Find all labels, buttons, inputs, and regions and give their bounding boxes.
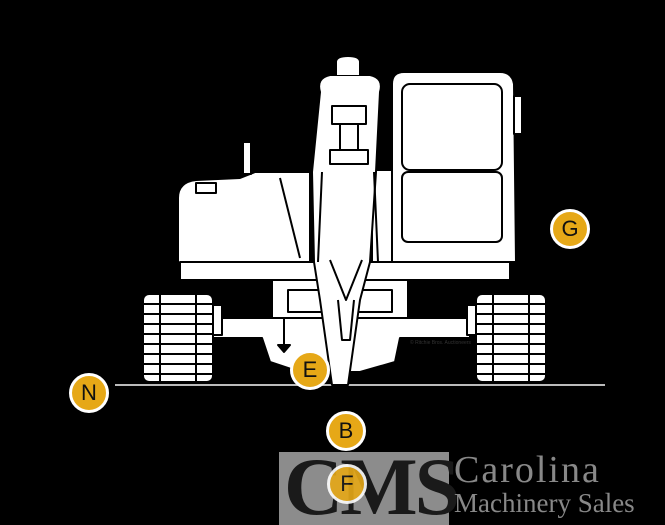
logo-company-subtitle: Machinery Sales bbox=[454, 488, 635, 518]
logo-letters: CMS bbox=[284, 441, 460, 525]
logo-company-name: Carolina bbox=[454, 449, 601, 491]
marker-g: G bbox=[550, 209, 590, 249]
upper-body bbox=[177, 171, 311, 281]
marker-e: E bbox=[290, 350, 330, 390]
boom-arm bbox=[311, 55, 382, 386]
image-credit: © Ritchie Bros. Auctioneers bbox=[410, 340, 471, 346]
marker-b: B bbox=[326, 411, 366, 451]
right-track bbox=[466, 293, 547, 383]
operator-cab bbox=[391, 71, 523, 263]
left-track bbox=[142, 293, 223, 383]
marker-n: N bbox=[69, 373, 109, 413]
marker-f: F bbox=[327, 464, 367, 504]
